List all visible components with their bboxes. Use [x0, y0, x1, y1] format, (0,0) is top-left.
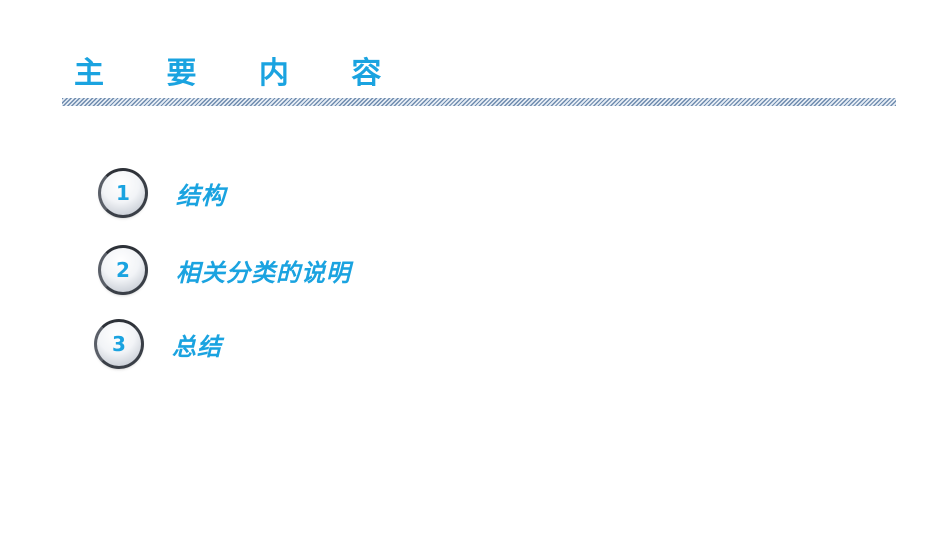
- list-item-label: 相关分类的说明: [176, 258, 351, 287]
- badge-number: 2: [116, 258, 130, 282]
- list-item-3: 3 总结: [94, 319, 222, 369]
- list-item-label: 结构: [176, 181, 226, 210]
- list-item-label: 总结: [172, 332, 222, 361]
- title-divider: [62, 98, 896, 106]
- number-badge: 3: [94, 319, 144, 369]
- badge-number: 1: [116, 181, 130, 205]
- number-badge: 1: [98, 168, 148, 218]
- page-title: 主 要 内 容: [74, 56, 408, 91]
- list-item-1: 1 结构: [98, 168, 226, 218]
- list-item-2: 2 相关分类的说明: [98, 245, 351, 295]
- badge-number: 3: [112, 332, 126, 356]
- number-badge: 2: [98, 245, 148, 295]
